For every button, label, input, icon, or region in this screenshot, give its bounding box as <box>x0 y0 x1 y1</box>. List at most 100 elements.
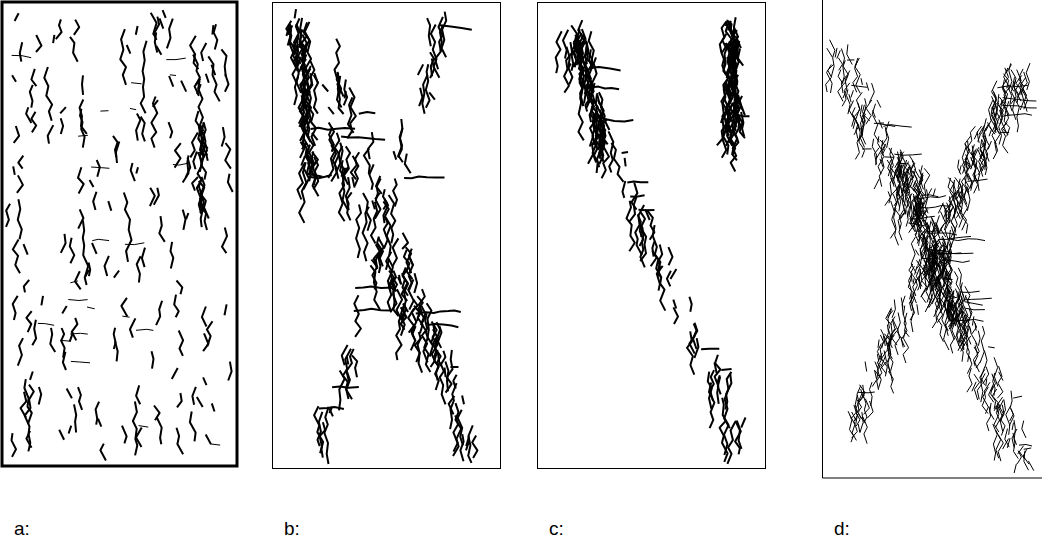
crack-line <box>872 139 876 165</box>
crack-line <box>1001 132 1009 133</box>
crack-line <box>383 201 388 248</box>
crack-line <box>861 389 864 398</box>
crack-line <box>721 368 731 371</box>
crack-line <box>725 374 731 410</box>
crack-line <box>902 296 905 315</box>
crack-line <box>434 350 438 390</box>
crack-line <box>586 76 593 103</box>
crack-line <box>1023 89 1026 96</box>
panel-label: a: <box>14 518 30 540</box>
crack-line <box>130 108 136 109</box>
crack-line <box>728 21 731 31</box>
crack-line <box>311 128 355 130</box>
crack-line <box>402 233 408 249</box>
crack-line <box>982 382 990 413</box>
crack-line <box>328 107 334 114</box>
crack-line <box>934 241 940 266</box>
crack-line <box>225 143 231 169</box>
crack-line <box>717 375 719 383</box>
crack-line <box>41 296 43 306</box>
crack-line <box>859 385 864 403</box>
crack-line <box>198 81 203 135</box>
crack-line <box>602 136 609 178</box>
crack-line <box>904 197 906 214</box>
crack-line <box>370 164 374 174</box>
crack-line <box>898 213 904 229</box>
crack-line <box>136 329 153 330</box>
crack-line <box>627 181 648 184</box>
crack-line <box>414 306 419 322</box>
crack-line <box>70 281 78 283</box>
crack-line <box>1000 399 1005 435</box>
crack-line <box>153 17 159 35</box>
crack-line <box>169 76 173 87</box>
crack-line <box>935 289 940 310</box>
crack-line <box>286 21 293 53</box>
crack-line <box>885 191 891 205</box>
crack-line <box>589 49 592 66</box>
crack-line <box>122 426 127 444</box>
crack-line <box>994 113 998 131</box>
crack-line <box>883 336 885 346</box>
crack-line <box>973 149 976 158</box>
crack-line <box>193 55 200 85</box>
crack-line <box>151 13 157 40</box>
crack-line <box>462 396 464 405</box>
crack-line <box>177 281 183 295</box>
crack-line <box>903 330 909 363</box>
crack-line <box>992 389 998 411</box>
crack-line <box>198 138 203 146</box>
crack-line <box>192 387 196 405</box>
crack-line <box>901 189 906 215</box>
crack-line <box>960 296 963 313</box>
crack-line <box>440 25 472 29</box>
crack-line <box>222 228 227 254</box>
crack-line <box>1002 102 1010 136</box>
crack-line <box>656 260 665 311</box>
crack-line <box>917 169 922 200</box>
crack-line <box>958 160 961 175</box>
crack-line <box>355 286 392 288</box>
crack-line <box>203 377 206 385</box>
crack-line <box>940 300 942 309</box>
crack-line <box>346 177 351 220</box>
crack-line <box>922 191 927 208</box>
crack-line <box>891 169 897 195</box>
crack-line <box>314 73 318 83</box>
crack-line <box>935 236 936 246</box>
crack-line <box>12 433 17 457</box>
crack-line <box>990 403 994 420</box>
crack-line <box>915 250 919 256</box>
crack-line <box>936 215 940 233</box>
crack-line <box>865 362 867 372</box>
crack-line <box>741 418 745 428</box>
crack-line <box>74 20 79 35</box>
crack-line <box>142 248 145 268</box>
crack-line <box>228 362 231 381</box>
crack-line <box>838 70 844 102</box>
crack-line <box>301 156 305 166</box>
crack-line <box>866 83 868 91</box>
crack-line <box>344 80 347 106</box>
crack-line <box>932 218 936 241</box>
crack-line <box>221 49 226 76</box>
crack-line <box>974 343 980 367</box>
crack-line <box>78 167 84 193</box>
crack-line <box>966 329 970 360</box>
crack-line <box>61 328 64 358</box>
crack-line <box>954 271 961 302</box>
crack-line <box>190 412 196 442</box>
crack-line <box>208 56 219 101</box>
crack-line <box>17 175 23 193</box>
crack-line <box>897 157 902 196</box>
crack-line <box>108 201 111 211</box>
crack-line <box>1003 101 1009 135</box>
crack-line <box>652 242 654 257</box>
crack-line <box>30 372 33 380</box>
crack-line <box>722 57 725 74</box>
crack-line <box>592 106 597 130</box>
crack-line <box>130 318 135 337</box>
crack-line <box>98 419 101 427</box>
crack-line <box>894 154 921 155</box>
crack-line <box>869 83 874 103</box>
